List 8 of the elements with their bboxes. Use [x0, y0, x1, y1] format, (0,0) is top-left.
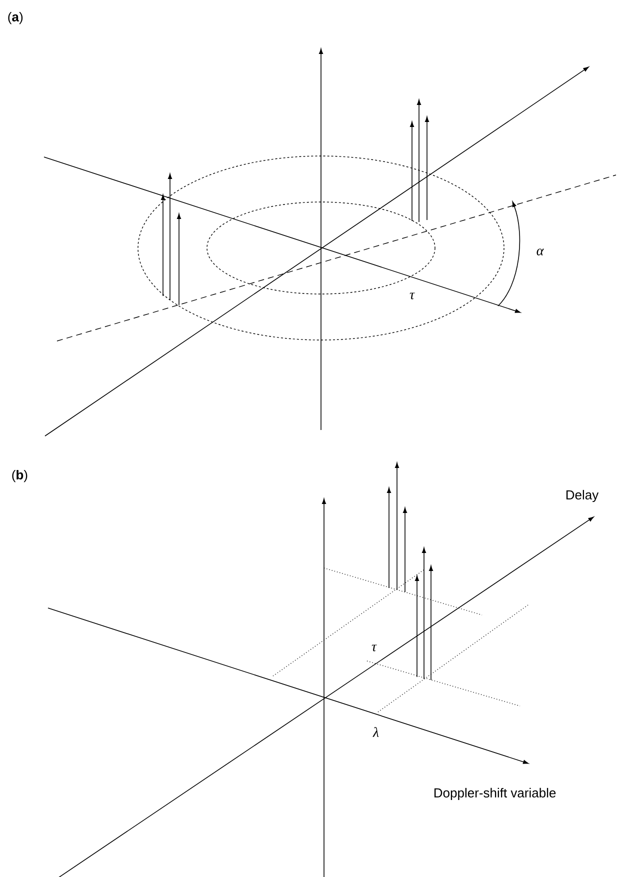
panel-label: (b) [12, 470, 28, 482]
doppler-symbol: λ [372, 727, 379, 737]
delay-symbol: τ [372, 644, 377, 652]
axis-label: Delay [566, 490, 599, 502]
delay-symbol: τ [410, 292, 415, 300]
axis-label: Doppler-shift variable [434, 788, 556, 800]
panel-label: (a) [8, 12, 23, 24]
angle-label: α [536, 248, 544, 256]
